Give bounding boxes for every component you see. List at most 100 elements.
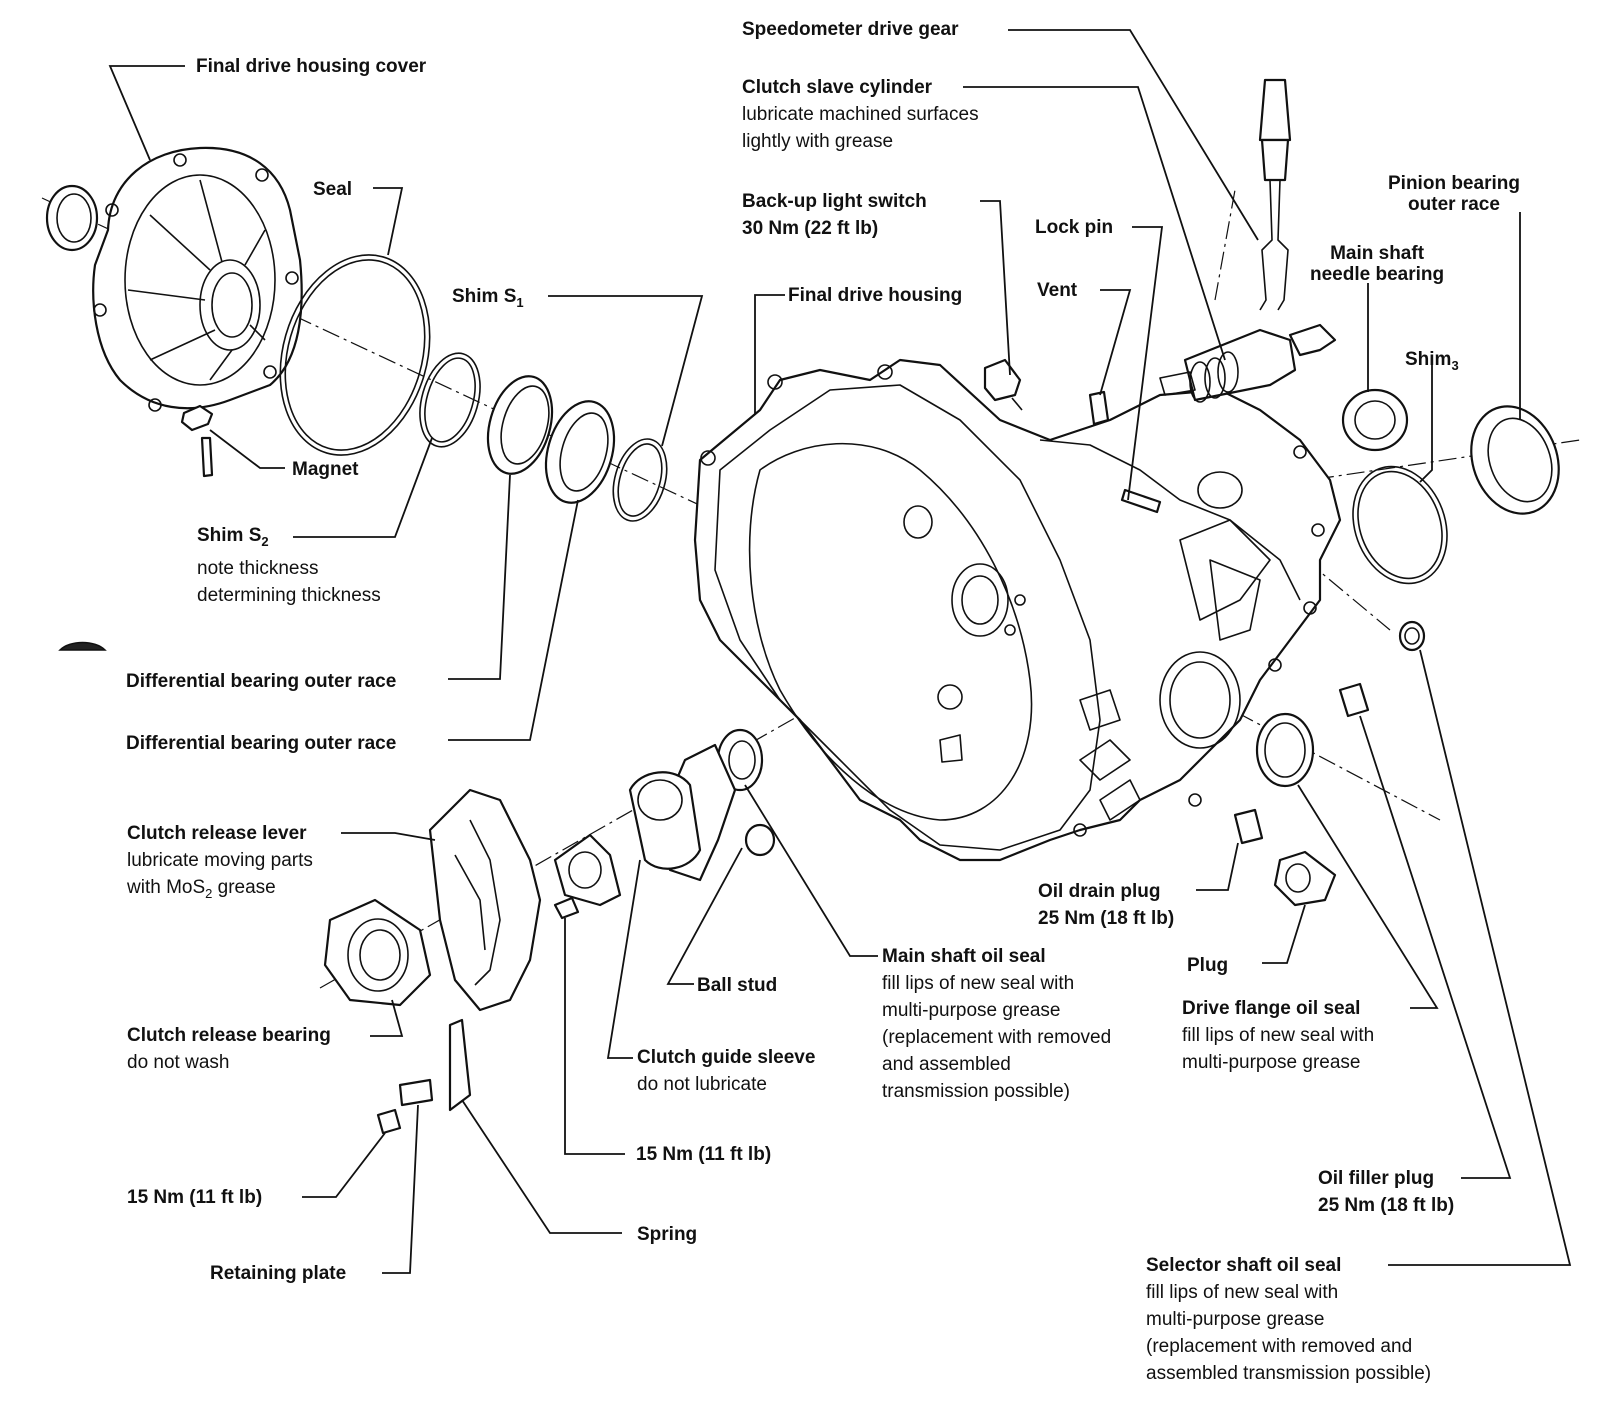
shim-s2-sub: 2	[261, 533, 269, 549]
label-clutch-release-bearing: Clutch release bearing do not wash	[127, 1022, 331, 1076]
leader-lines	[108, 29, 1572, 1274]
shim-s1-title: Shim S1	[452, 283, 524, 316]
shim-s2-note-2: determining thickness	[197, 584, 381, 606]
label-oil-drain-plug: Oil drain plug 25 Nm (18 ft lb)	[1038, 878, 1174, 932]
label-final-drive-housing-cover: Final drive housing cover	[196, 53, 426, 80]
needle-bearing-part	[1341, 388, 1409, 452]
release-bearing-title: Clutch release bearing	[127, 1025, 331, 1046]
speedometer-title: Speedometer drive gear	[742, 19, 959, 40]
shim3-text: Shim	[1405, 349, 1452, 370]
shim-s2-text: Shim S	[197, 525, 262, 546]
label-diff-race-2: Differential bearing outer race	[126, 730, 396, 757]
release-lever-note-2: with MoS2 grease	[127, 874, 313, 907]
torque-15-a-title: 15 Nm (11 ft lb)	[636, 1144, 772, 1165]
retaining-plate-title: Retaining plate	[210, 1263, 347, 1284]
shim3-title: Shim3	[1405, 346, 1459, 379]
shim3-ring	[1352, 465, 1448, 585]
final-housing-title: Final drive housing	[788, 285, 963, 306]
flange-seal-note-2: multi-purpose grease	[1182, 1052, 1361, 1073]
vent-part	[1088, 390, 1110, 426]
drain-plug-title: Oil drain plug	[1038, 881, 1161, 902]
lock-pin-title: Lock pin	[1035, 217, 1114, 238]
label-ball-stud: Ball stud	[697, 972, 777, 999]
pinion-race-part	[1470, 405, 1560, 515]
diff-race-1-title: Differential bearing outer race	[126, 671, 397, 692]
selector-seal-note-3: (replacement with removed and	[1146, 1336, 1413, 1357]
bolt-part-2	[376, 1108, 402, 1135]
sleeve-gasket-part	[553, 833, 622, 907]
shim-s2-ring	[419, 352, 481, 448]
label-shim-s1: Shim S1	[452, 283, 524, 316]
final-drive-housing-cover	[92, 146, 303, 412]
diff-race-1-part	[486, 375, 554, 475]
label-plug: Plug	[1187, 952, 1228, 979]
guide-sleeve-note-1: do not lubricate	[637, 1074, 767, 1095]
shim-s1-ring	[612, 438, 668, 522]
label-clutch-guide-sleeve: Clutch guide sleeve do not lubricate	[637, 1044, 815, 1098]
drain-plug-torque: 25 Nm (18 ft lb)	[1038, 908, 1175, 929]
slave-cyl-title: Clutch slave cylinder	[742, 77, 933, 98]
plug-title: Plug	[1187, 955, 1229, 976]
filler-plug-part	[1338, 682, 1370, 718]
shim3-sub: 3	[1451, 357, 1459, 373]
guide-sleeve-title: Clutch guide sleeve	[637, 1047, 816, 1068]
label-vent: Vent	[1037, 277, 1077, 304]
release-lever-note-2-sub: 2	[205, 885, 213, 901]
selector-seal-part	[1398, 620, 1426, 652]
spring-title: Spring	[637, 1224, 698, 1245]
seal-ring	[279, 254, 431, 456]
slave-cyl-note-1: lubricate machined surfaces	[742, 104, 979, 125]
ball-stud-part	[744, 823, 776, 857]
magnet-part	[180, 404, 214, 478]
selector-seal-note-2: multi-purpose grease	[1146, 1309, 1325, 1330]
label-speedometer-drive-gear: Speedometer drive gear	[742, 16, 958, 43]
backup-switch-part	[983, 358, 1023, 411]
flange-seal-title: Drive flange oil seal	[1182, 998, 1361, 1019]
label-final-drive-housing: Final drive housing	[788, 282, 962, 309]
label-seal: Seal	[313, 176, 352, 203]
release-lever-note-2-pre: with MoS	[127, 877, 206, 898]
release-bearing-part	[323, 898, 432, 1007]
spring-part	[448, 1018, 472, 1112]
slave-cylinder-part	[1159, 323, 1337, 403]
pinion-title-2: outer race	[1408, 194, 1500, 215]
label-oil-filler-plug: Oil filler plug 25 Nm (18 ft lb)	[1318, 1165, 1454, 1219]
flange-seal-note-1: fill lips of new seal with	[1182, 1025, 1375, 1046]
label-clutch-release-lever: Clutch release lever lubricate moving pa…	[127, 820, 313, 907]
release-bearing-note-1: do not wash	[127, 1052, 230, 1073]
drain-plug-part	[1233, 808, 1264, 845]
shim-s2-title: Shim S2	[197, 522, 381, 555]
filler-plug-torque: 25 Nm (18 ft lb)	[1318, 1195, 1455, 1216]
main-seal-note-1: fill lips of new seal with	[882, 973, 1075, 994]
vent-title: Vent	[1037, 280, 1078, 301]
needle-title-2: needle bearing	[1310, 264, 1445, 285]
seal-title: Seal	[313, 179, 353, 200]
diff-race-2-title: Differential bearing outer race	[126, 733, 397, 754]
label-torque-15-bolt-1: 15 Nm (11 ft lb)	[636, 1141, 771, 1168]
label-needle-bearing: Main shaft needle bearing	[1310, 240, 1444, 288]
label-pinion-race: Pinion bearing outer race	[1388, 170, 1520, 218]
diff-race-2-part	[544, 400, 616, 504]
pinion-title-1: Pinion bearing	[1388, 173, 1520, 194]
selector-seal-note-1: fill lips of new seal with	[1146, 1282, 1339, 1303]
label-selector-shaft-oil-seal: Selector shaft oil seal fill lips of new…	[1146, 1252, 1431, 1387]
label-clutch-slave-cylinder: Clutch slave cylinder lubricate machined…	[742, 74, 979, 155]
ball-stud-title: Ball stud	[697, 975, 778, 996]
backup-torque: 30 Nm (22 ft lb)	[742, 218, 879, 239]
main-seal-note-3: (replacement with removed	[882, 1027, 1112, 1048]
speedometer-gear-part	[1258, 78, 1292, 311]
shim-s1-sub: 1	[516, 294, 524, 310]
main-seal-note-5: transmission possible)	[882, 1081, 1070, 1102]
retaining-plate-part	[398, 1078, 434, 1107]
plug-part	[1273, 850, 1337, 907]
magnet-title: Magnet	[292, 459, 359, 480]
label-main-shaft-oil-seal: Main shaft oil seal fill lips of new sea…	[882, 943, 1111, 1105]
main-seal-title: Main shaft oil seal	[882, 946, 1046, 967]
release-lever-part	[428, 788, 542, 1012]
selector-seal-title: Selector shaft oil seal	[1146, 1255, 1342, 1276]
bolt-part-1	[553, 896, 580, 920]
label-lock-pin: Lock pin	[1035, 214, 1113, 241]
final-drive-housing-body	[693, 358, 1342, 862]
backup-title: Back-up light switch	[742, 191, 927, 212]
